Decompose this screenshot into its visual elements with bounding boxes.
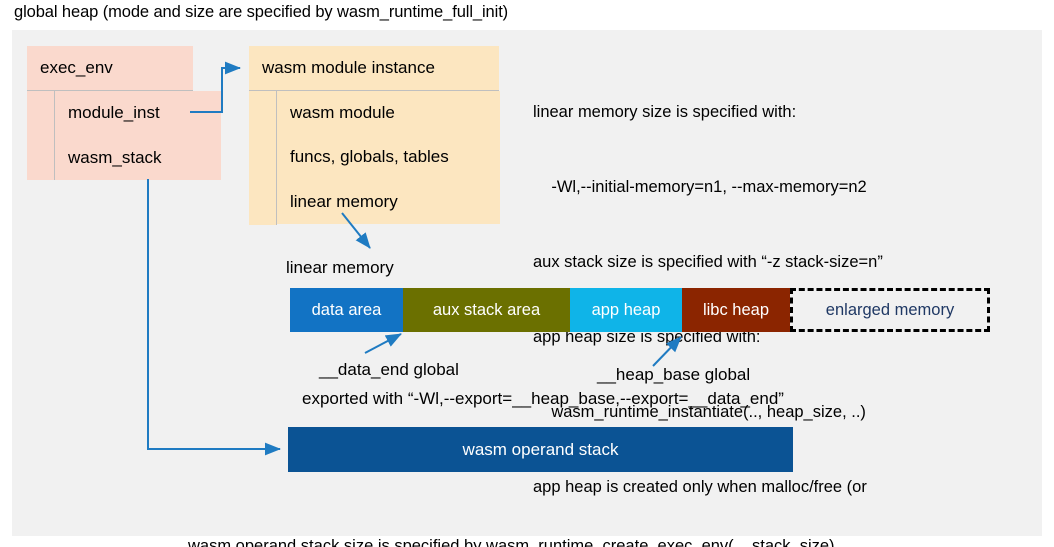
wasm-operand-stack-bar: wasm operand stack (288, 427, 793, 472)
wasm-operand-stack-label: wasm operand stack (462, 439, 619, 459)
exec-env-field-module-inst-label: module_inst (68, 103, 160, 122)
annotation-heap-base: __heap_base global (597, 365, 751, 384)
memory-segment-app-heap: app heap (570, 288, 682, 332)
wasm-module-instance-box: wasm module instance wasm module funcs, … (249, 46, 500, 225)
operand-stack-note-line-0: wasm operand stack size is specified by … (188, 537, 835, 547)
module-instance-field-wasm-module: wasm module (277, 91, 500, 136)
memory-segment-enlarged-memory: enlarged memory (790, 288, 990, 332)
memory-config-notes: linear memory size is specified with: -W… (533, 50, 883, 547)
notes-line-4: wasm_runtime_instantiate(.., heap_size, … (533, 403, 866, 421)
memory-segment-data-area-label: data area (311, 300, 382, 319)
page-title: global heap (mode and size are specified… (14, 3, 509, 21)
exec-env-field-module-inst: module_inst (55, 91, 221, 136)
module-instance-field-linear-memory-label: linear memory (290, 191, 398, 211)
module-instance-field-funcs-globals-tables-label: funcs, globals, tables (290, 147, 449, 166)
exec-env-field-wasm-stack: wasm_stack (55, 135, 221, 180)
exec-env-header-label: exec_env (40, 58, 113, 77)
notes-line-0: linear memory size is specified with: (533, 103, 797, 121)
notes-line-1: -Wl,--initial-memory=n1, --max-memory=n2 (533, 178, 867, 196)
notes-line-5: app heap is created only when malloc/fre… (533, 478, 867, 496)
memory-segment-libc-heap: libc heap (682, 288, 790, 332)
linear-memory-bar: data area aux stack area app heap libc h… (290, 288, 990, 332)
annotation-exported-with: exported with “-Wl,--export=__heap_base,… (302, 389, 784, 408)
notes-line-2: aux stack size is specified with “-z sta… (533, 253, 883, 271)
linear-memory-caption: linear memory (286, 258, 394, 277)
memory-segment-aux-stack-area-label: aux stack area (432, 300, 541, 319)
annotation-data-end: __data_end global (319, 360, 459, 379)
exec-env-box: exec_env module_inst wasm_stack (27, 46, 221, 180)
operand-stack-notes: wasm operand stack size is specified by … (188, 481, 835, 547)
memory-segment-aux-stack-area: aux stack area (403, 288, 570, 332)
memory-segment-app-heap-label: app heap (591, 300, 661, 319)
module-instance-field-linear-memory: linear memory (277, 179, 500, 224)
exec-env-field-wasm-stack-label: wasm_stack (68, 147, 162, 167)
module-instance-header-label: wasm module instance (262, 58, 435, 77)
module-instance-indent-column (249, 91, 277, 225)
memory-segment-libc-heap-label: libc heap (702, 300, 770, 319)
module-instance-header-row: wasm module instance (249, 46, 499, 91)
module-instance-field-funcs-globals-tables: funcs, globals, tables (277, 135, 500, 180)
memory-segment-data-area: data area (290, 288, 403, 332)
exec-env-header-row: exec_env (27, 46, 193, 91)
exec-env-indent-column (27, 91, 55, 180)
memory-segment-enlarged-memory-label: enlarged memory (825, 300, 955, 319)
module-instance-field-wasm-module-label: wasm module (290, 103, 395, 122)
